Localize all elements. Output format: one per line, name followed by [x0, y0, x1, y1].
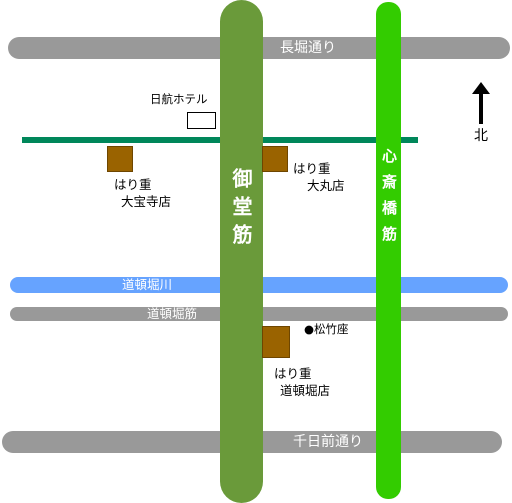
store-dotonbori-label: はり重 道頓堀店	[274, 365, 330, 399]
shochikuza-label: ●松竹座	[304, 322, 349, 336]
store-daimaru-label: はり重 大丸店	[293, 160, 345, 194]
sennichimae-label: 千日前通り	[288, 435, 368, 449]
dotonbori-river-label: 道頓堀川	[121, 277, 173, 292]
midosuji-road	[220, 0, 263, 503]
store-daihoji-line1: はり重	[114, 177, 152, 192]
north-label: 北	[474, 128, 488, 144]
store-daihoji-label: はり重 大宝寺店	[114, 176, 171, 210]
store-daihoji-marker	[107, 146, 133, 172]
store-dotonbori-line1: はり重	[274, 366, 312, 381]
store-daimaru-line2: 大丸店	[307, 178, 345, 193]
store-daimaru-line1: はり重	[293, 161, 331, 176]
midosuji-label: 御堂筋	[229, 168, 253, 252]
nagahori-label: 長堀通り	[275, 41, 341, 55]
store-daimaru-marker	[262, 146, 288, 172]
store-daihoji-line2: 大宝寺店	[121, 194, 172, 209]
store-dotonbori-line2: 道頓堀店	[280, 383, 331, 398]
shinsaibashi-suji-road	[376, 2, 401, 499]
store-dotonbori-marker	[262, 326, 290, 358]
hotel-marker	[187, 112, 216, 129]
dotonbori-suji-label: 道頓堀筋	[146, 306, 198, 321]
hotel-label: 日航ホテル	[150, 92, 208, 106]
north-arrow-icon	[470, 82, 492, 124]
shinsaibashi-label: 心斎橋筋	[380, 148, 398, 252]
